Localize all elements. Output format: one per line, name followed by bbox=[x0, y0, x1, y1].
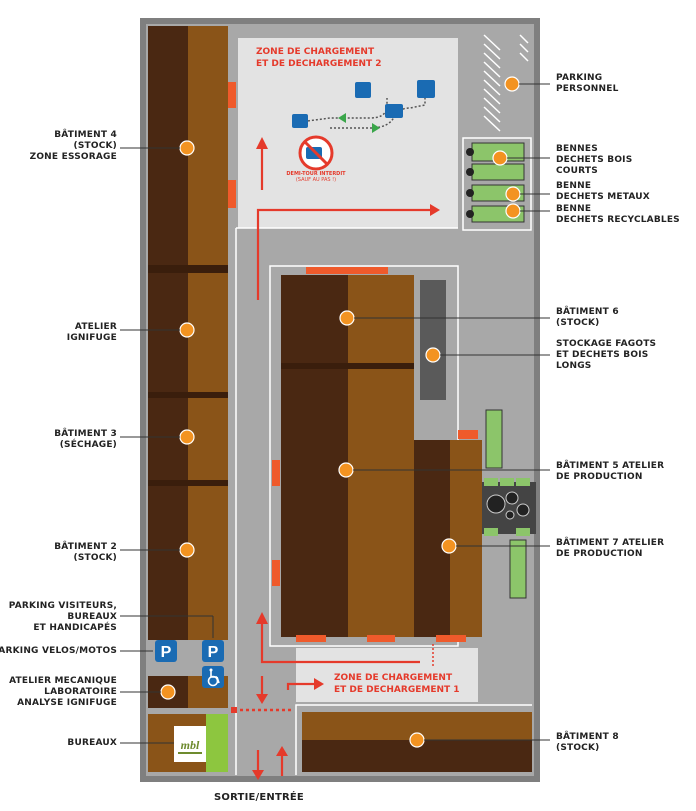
parking-visiteurs-sign bbox=[202, 640, 224, 662]
label-atelier-mecanique: ATELIER MECANIQUE LABORATOIRE ANALYSE IG… bbox=[9, 676, 117, 709]
sortie-entree-label: SORTIE/ENTRÉE bbox=[214, 792, 304, 803]
zone-chargement-1 bbox=[296, 648, 478, 702]
label-parking-velos: PARKING VELOS/MOTOS bbox=[0, 646, 117, 657]
label-batiment-6: BÂTIMENT 6 (STOCK) bbox=[556, 307, 619, 329]
left-buildings bbox=[148, 26, 236, 708]
label-line: PARKING VELOS/MOTOS bbox=[0, 646, 117, 656]
label-line: IGNIFUGE bbox=[66, 333, 117, 343]
label-parking-personnel: PARKING PERSONNEL bbox=[556, 73, 619, 95]
callout-dots bbox=[160, 76, 521, 748]
demi-tour-line1: DEMI-TOUR INTERDIT bbox=[286, 171, 346, 177]
label-line: DECHETS METAUX bbox=[556, 192, 650, 202]
label-line: BÂTIMENT 3 bbox=[54, 429, 117, 439]
label-line: ET HANDICAPÉS bbox=[33, 623, 117, 633]
mbl-logo bbox=[174, 726, 206, 762]
zone2-line1: ZONE DE CHARGEMENT bbox=[256, 47, 375, 57]
label-line: LONGS bbox=[556, 361, 592, 371]
label-benne-recyclables: BENNE DECHETS RECYCLABLES bbox=[556, 204, 680, 226]
zone1-caption: ZONE DE CHARGEMENT ET DE DECHARGEMENT 1 bbox=[334, 672, 460, 696]
label-line: BÂTIMENT 8 bbox=[556, 732, 619, 742]
wheelchair-icon bbox=[207, 671, 220, 687]
label-batiment-7: BÂTIMENT 7 ATELIER DE PRODUCTION bbox=[556, 538, 664, 560]
demi-tour-line2: (SAUF AU PAS !) bbox=[295, 177, 337, 183]
zone-chargement-2 bbox=[238, 38, 458, 228]
label-bennes-bois: BENNES DECHETS BOIS COURTS bbox=[556, 144, 632, 177]
label-line: BENNE bbox=[556, 181, 592, 191]
label-bureaux: BUREAUX bbox=[67, 738, 117, 749]
leader-lines-right bbox=[353, 83, 550, 741]
label-parking-visiteurs: PARKING VISITEURS, BUREAUX ET HANDICAPÉS bbox=[9, 601, 117, 634]
leader-lines-left bbox=[120, 147, 214, 744]
label-line: (STOCK) bbox=[73, 141, 117, 151]
label-line: (STOCK) bbox=[73, 553, 117, 563]
parking-personnel-lines bbox=[483, 34, 529, 132]
mbl-logo-text: mbl bbox=[181, 738, 200, 752]
label-line: LABORATOIRE bbox=[44, 687, 117, 697]
batiment-5 bbox=[281, 369, 414, 637]
label-batiment-4: BÂTIMENT 4 (STOCK) ZONE ESSORAGE bbox=[30, 130, 117, 163]
label-benne-metaux: BENNE DECHETS METAUX bbox=[556, 181, 650, 203]
arrow-heads bbox=[252, 137, 440, 780]
label-line: COURTS bbox=[556, 166, 598, 176]
label-line: PARKING VISITEURS, bbox=[8, 601, 117, 611]
label-line: BENNE bbox=[556, 204, 592, 214]
zone1-line1: ZONE DE CHARGEMENT bbox=[334, 673, 453, 683]
label-line: DE PRODUCTION bbox=[556, 549, 643, 559]
batiment-8 bbox=[302, 712, 532, 772]
silo-top bbox=[485, 409, 503, 469]
label-line: ANALYSE IGNIFUGE bbox=[17, 698, 117, 708]
label-batiment-5: BÂTIMENT 5 ATELIER DE PRODUCTION bbox=[556, 461, 664, 483]
demi-tour-caption: DEMI-TOUR INTERDIT (SAUF AU PAS !) bbox=[282, 171, 350, 183]
truck-route-diagram bbox=[299, 95, 426, 133]
label-line: ATELIER bbox=[74, 322, 117, 332]
label-line: (SÉCHAGE) bbox=[59, 440, 117, 450]
label-line: PERSONNEL bbox=[556, 84, 619, 94]
batiment-7 bbox=[414, 440, 482, 637]
label-stockage-fagots: STOCKAGE FAGOTS ET DECHETS BOIS LONGS bbox=[556, 339, 656, 372]
label-line: BUREAUX bbox=[67, 612, 117, 622]
label-line: ATELIER MECANIQUE bbox=[9, 676, 117, 686]
zone1-line2: ET DE DECHARGEMENT 1 bbox=[334, 685, 460, 695]
label-batiment-2: BÂTIMENT 2 (STOCK) bbox=[54, 542, 117, 564]
label-line: (STOCK) bbox=[556, 318, 600, 328]
zone2-caption: ZONE DE CHARGEMENT ET DE DECHARGEMENT 2 bbox=[256, 46, 382, 70]
label-line: BÂTIMENT 4 bbox=[54, 130, 117, 140]
parking-velos-sign bbox=[155, 640, 177, 662]
label-line: ZONE ESSORAGE bbox=[29, 152, 117, 162]
label-line: PARKING bbox=[556, 73, 603, 83]
label-line: BÂTIMENT 2 bbox=[54, 542, 117, 552]
zone2-line2: ET DE DECHARGEMENT 2 bbox=[256, 59, 382, 69]
stockage-fagots-rack bbox=[420, 280, 446, 400]
label-line: BÂTIMENT 5 ATELIER bbox=[556, 461, 665, 471]
truck-icons bbox=[292, 80, 435, 128]
batiment-6 bbox=[281, 275, 414, 369]
label-line: DE PRODUCTION bbox=[556, 472, 643, 482]
parking-velos-letter: P bbox=[161, 644, 172, 661]
label-line: ET DECHETS BOIS bbox=[556, 350, 649, 360]
label-batiment-3: BÂTIMENT 3 (SÉCHAGE) bbox=[54, 429, 117, 451]
label-line: STOCKAGE FAGOTS bbox=[556, 339, 657, 349]
label-line: DECHETS RECYCLABLES bbox=[556, 215, 680, 225]
label-line: (STOCK) bbox=[556, 743, 600, 753]
label-line: BENNES bbox=[556, 144, 598, 154]
label-line: DECHETS BOIS bbox=[556, 155, 633, 165]
parking-visiteurs-letter: P bbox=[208, 644, 219, 661]
label-batiment-8: BÂTIMENT 8 (STOCK) bbox=[556, 732, 619, 754]
label-line: BÂTIMENT 6 bbox=[556, 307, 619, 317]
bins-enclosure bbox=[462, 137, 532, 231]
label-line: BÂTIMENT 7 ATELIER bbox=[556, 538, 665, 548]
silo-bottom bbox=[509, 539, 527, 599]
label-line: BUREAUX bbox=[67, 738, 117, 748]
central-docks bbox=[272, 267, 478, 642]
road-outline bbox=[235, 227, 532, 775]
dust-extractor-detail bbox=[484, 478, 530, 536]
label-atelier-ignifuge: ATELIER IGNIFUGE bbox=[67, 322, 117, 344]
